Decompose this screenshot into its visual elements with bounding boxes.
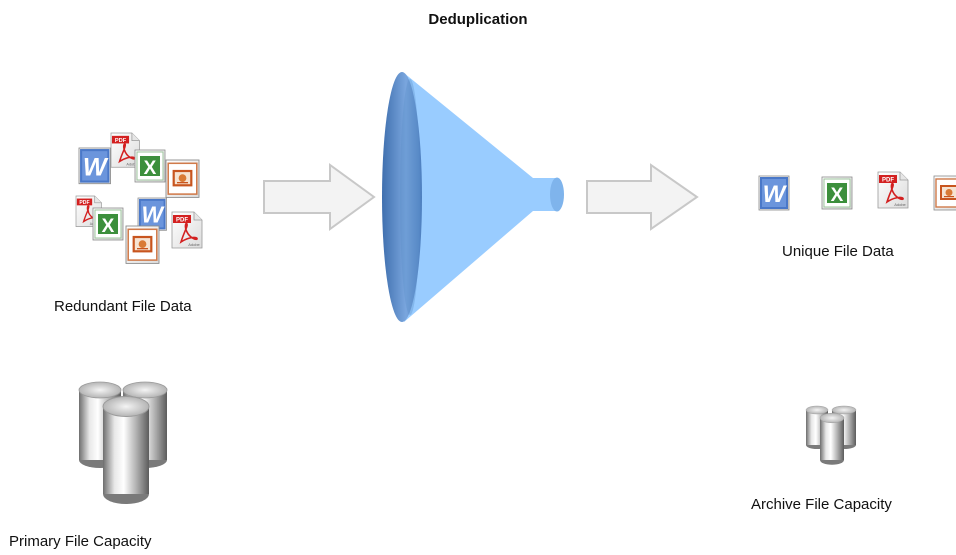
excel-spreadsheet-icon	[92, 207, 124, 241]
powerpoint-presentation-icon	[165, 159, 200, 199]
funnel-icon	[382, 72, 564, 322]
excel-spreadsheet-icon	[821, 176, 853, 210]
excel-spreadsheet-icon	[134, 149, 166, 183]
right-arrow-icon	[586, 163, 699, 231]
powerpoint-presentation-icon	[933, 175, 956, 211]
unique-file-icons	[758, 171, 956, 211]
word-document-icon	[137, 197, 167, 231]
pdf-document-icon	[171, 211, 203, 249]
pdf-document-icon	[877, 171, 909, 209]
redundant-file-data-label: Redundant File Data	[54, 298, 192, 315]
storage-cylinders-icon	[805, 405, 857, 466]
diagram-title: Deduplication	[428, 11, 528, 28]
word-document-icon	[758, 175, 790, 211]
archive-file-capacity-label: Archive File Capacity	[751, 496, 892, 513]
storage-cylinders-icon	[78, 381, 168, 505]
unique-file-data-label: Unique File Data	[782, 243, 894, 260]
redundant-file-icons	[75, 132, 203, 265]
word-document-icon	[78, 147, 112, 185]
right-arrow-icon	[263, 163, 376, 231]
primary-file-capacity-label: Primary File Capacity	[9, 533, 152, 550]
powerpoint-presentation-icon	[125, 225, 160, 265]
